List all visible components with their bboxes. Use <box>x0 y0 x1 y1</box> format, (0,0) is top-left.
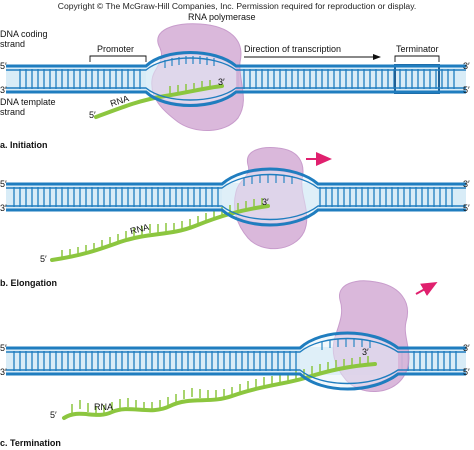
rna-strand-b <box>50 198 270 262</box>
panel-caption-b: b. Elongation <box>0 278 57 288</box>
end-label-5prime: 5′ <box>0 61 7 71</box>
rna-3prime-label: 3′ <box>218 77 225 87</box>
end-label-5prime: 5′ <box>0 343 7 353</box>
dna-panel-a <box>6 23 466 132</box>
end-label-3prime: 3′ <box>0 367 7 377</box>
end-label-3prime: 3′ <box>463 179 470 189</box>
movement-arrow-c <box>415 282 438 296</box>
rna-5prime-label: 5′ <box>50 410 57 420</box>
end-label-3prime: 3′ <box>463 343 470 353</box>
end-label-5prime: 5′ <box>463 367 470 377</box>
promoter-label: Promoter <box>97 44 135 54</box>
rna-polymerase-label: RNA polymerase <box>188 12 256 22</box>
end-label-3prime: 3′ <box>463 61 470 71</box>
panel-caption-c: c. Termination <box>0 438 61 448</box>
end-label-3prime: 3′ <box>0 203 7 213</box>
template-strand-a <box>6 90 466 107</box>
panel-caption-a: a. Initiation <box>0 140 48 150</box>
dna-template-strand-label: DNA template strand <box>0 97 56 117</box>
panel-elongation <box>6 147 466 262</box>
rna-5prime-label: 5′ <box>40 254 47 264</box>
rna-3prime-label: 3′ <box>262 197 269 207</box>
end-label-3prime: 3′ <box>0 85 7 95</box>
coding-strand-a <box>6 51 466 68</box>
end-label-5prime: 5′ <box>0 179 7 189</box>
end-label-5prime: 5′ <box>463 85 470 95</box>
direction-label: Direction of transcription <box>244 44 342 54</box>
rna-3prime-label: 3′ <box>362 347 369 357</box>
dna-coding-strand-label: DNA coding strand <box>0 29 48 49</box>
panel-termination <box>6 280 466 420</box>
rna-label: RNA <box>94 402 114 412</box>
copyright-notice: Copyright © The McGraw-Hill Companies, I… <box>57 1 417 11</box>
end-label-5prime: 5′ <box>463 203 470 213</box>
promoter-bracket <box>89 55 147 62</box>
terminator-label: Terminator <box>396 44 439 54</box>
terminator-bracket <box>394 55 440 62</box>
rna-strand-a <box>94 80 224 119</box>
panel-initiation <box>6 23 466 132</box>
rna-5prime-label: 5′ <box>89 110 96 120</box>
